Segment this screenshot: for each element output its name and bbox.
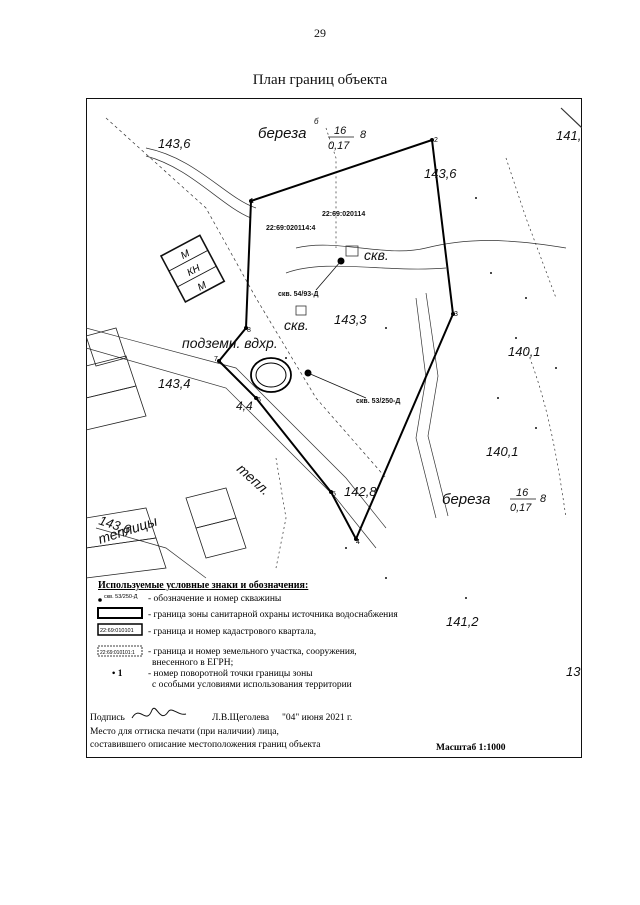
tree-label: береза: [442, 491, 490, 508]
well-house: [295, 305, 307, 316]
point-number: 4: [356, 539, 360, 546]
parcel-number: 22:69:020114:4: [266, 225, 316, 232]
point-number: 6: [257, 397, 261, 404]
elevation-label: 13(: [566, 664, 582, 679]
topo-lines: [86, 107, 582, 579]
legend-text: - обозначение и номер скважины: [148, 593, 282, 604]
building: М КН М: [159, 234, 226, 303]
building-letter: М: [196, 280, 209, 294]
point-number: 7: [214, 356, 218, 363]
well-id: скв. 54/93-Д: [278, 291, 318, 298]
legend-text: - граница зоны санитарной охраны источни…: [148, 609, 398, 620]
reservoir-outer: [250, 357, 292, 393]
tree-side: 8: [540, 493, 547, 505]
legend-text: - номер поворотной точки границы зоны: [148, 668, 313, 679]
elevation-label: 141,2: [446, 614, 479, 629]
reservoir-inner: [255, 362, 287, 388]
distance-label: 4,4: [236, 399, 253, 413]
point-number: 1: [250, 198, 254, 205]
legend-title: Используемые условные знаки и обозначени…: [98, 580, 308, 591]
tree-mark: б: [314, 117, 319, 126]
well-house: [345, 245, 359, 257]
tree-number: 16: [334, 125, 347, 137]
legend-text: внесенного в ЕГРН;: [152, 658, 233, 668]
elevation-label: 143,6: [158, 136, 191, 151]
legend-text: - граница и номер кадастрового квартала,: [148, 627, 316, 637]
legend-sample: 22:69:010101:1: [100, 650, 135, 656]
tree-diameter: 0,17: [328, 140, 350, 152]
reservoir-label: подземн. вдхр.: [182, 335, 278, 351]
map-border: [86, 98, 582, 758]
elevation-label: 143,4: [158, 376, 191, 391]
point-number: 3: [454, 311, 458, 318]
elevation-label: 143,3: [334, 312, 367, 327]
elevation-label: 141,: [556, 128, 581, 143]
legend-sample: 22:69:010101: [100, 628, 134, 634]
boundary-map: М КН М 1 2 3 4 5 6 7 8 143,6 141, 143,: [86, 98, 582, 758]
quarter-number: 22:69:020114: [322, 211, 365, 218]
point-dots: [285, 197, 557, 599]
author-note: составившего описание местоположения гра…: [90, 739, 321, 750]
signature-scribble: [131, 707, 187, 719]
greenhouses: [86, 327, 247, 579]
legend: Используемые условные знаки и обозначени…: [97, 580, 398, 690]
elevation-label: 143,6: [424, 166, 457, 181]
tree-label: береза: [258, 125, 306, 142]
page-title: План границ объекта: [252, 72, 388, 88]
page-number: 29: [314, 26, 326, 40]
point-number: 5: [332, 491, 336, 498]
tree-number: 16: [516, 487, 529, 499]
signature-date: "04" июня 2021 г.: [282, 713, 352, 723]
leader-line: [315, 260, 342, 291]
point-number: 2: [434, 137, 438, 144]
signer-name: Л.В.Щеголева: [212, 713, 270, 723]
legend-sample: • 1: [112, 669, 123, 679]
tree-diameter: 0,17: [510, 502, 532, 514]
elevation-label: 140,1: [508, 344, 541, 359]
point-number: 8: [247, 327, 251, 334]
signature-label: Подпись: [90, 713, 126, 723]
legend-sample: скв. 53/250-Д: [104, 594, 138, 600]
well-id: скв. 53/250-Д: [356, 398, 400, 405]
turning-points: [217, 138, 455, 541]
elevation-label: 140,1: [486, 444, 519, 459]
map-scale: Масштаб 1:1000: [436, 742, 506, 753]
tree-side: 8: [360, 129, 367, 141]
leader-line: [307, 372, 367, 399]
point-numbers: 1 2 3 4 5 6 7 8: [214, 137, 458, 546]
signature-block: Подпись Л.В.Щеголева "04" июня 2021 г. М…: [90, 707, 506, 753]
stamp-note: Место для оттиска печати (при наличии) л…: [90, 726, 279, 737]
map-frame: М КН М 1 2 3 4 5 6 7 8 143,6 141, 143,: [86, 98, 582, 758]
legend-text: с особыми условиями использования террит…: [152, 679, 352, 690]
well-label: скв.: [364, 247, 389, 263]
legend-text: - граница и номер земельного участка, со…: [148, 647, 357, 657]
well-label: скв.: [284, 317, 309, 333]
elevation-label: 142,8: [344, 484, 377, 499]
building-letter: КН: [185, 263, 202, 279]
greenhouse-label: тепл.: [234, 460, 274, 498]
